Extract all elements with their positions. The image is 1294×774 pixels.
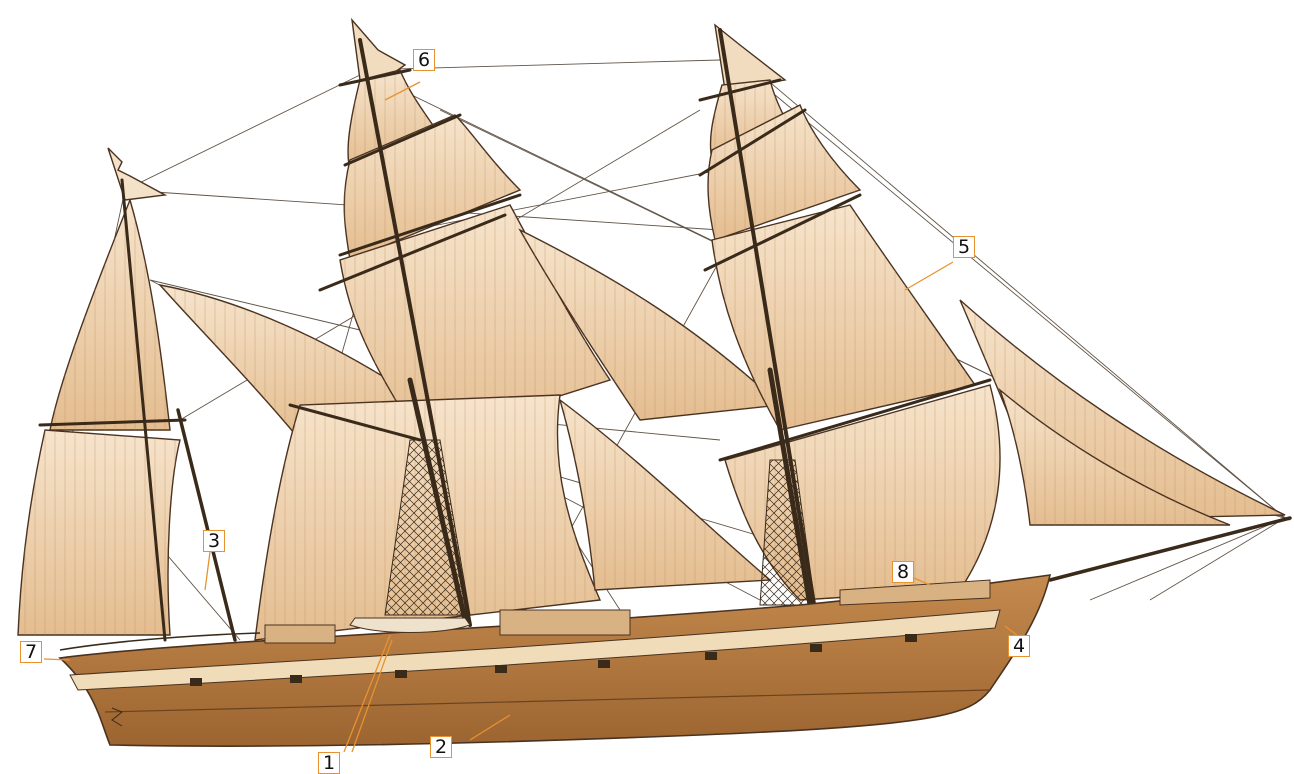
callout-6: 6 xyxy=(413,49,435,71)
callout-4: 4 xyxy=(1008,635,1030,657)
callout-3: 3 xyxy=(203,530,225,552)
main-mast-sails xyxy=(255,20,780,640)
callout-1: 1 xyxy=(318,752,340,774)
callout-7: 7 xyxy=(20,641,42,663)
callout-2: 2 xyxy=(430,736,452,758)
callout-5: 5 xyxy=(953,236,975,258)
callout-8: 8 xyxy=(892,561,914,583)
